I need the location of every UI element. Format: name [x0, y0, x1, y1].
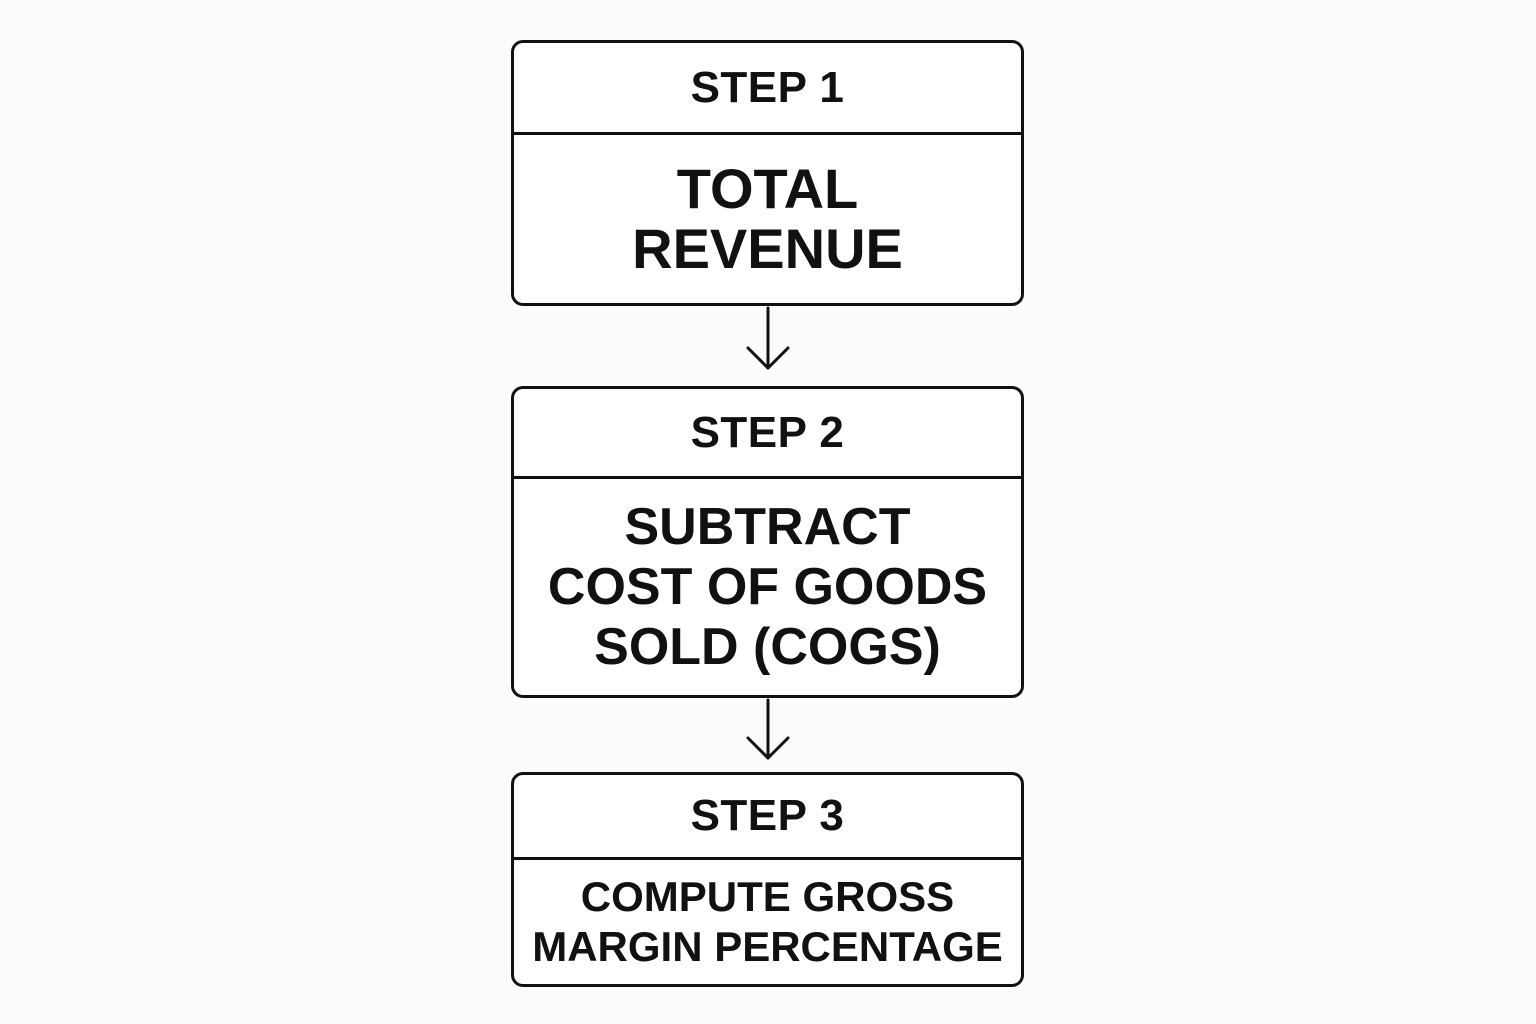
step-3-text: COMPUTE GROSS MARGIN PERCENTAGE — [532, 873, 1003, 970]
arrow-down-icon — [746, 306, 790, 370]
step-3-box: STEP 3 COMPUTE GROSS MARGIN PERCENTAGE — [511, 772, 1024, 987]
arrow-down-icon — [746, 698, 790, 760]
step-1-text: TOTAL REVENUE — [632, 157, 903, 280]
step-2-body: SUBTRACT COST OF GOODS SOLD (COGS) — [514, 479, 1021, 695]
step-3-label: STEP 3 — [514, 775, 1021, 860]
step-1-body: TOTAL REVENUE — [514, 135, 1021, 303]
step-2-box: STEP 2 SUBTRACT COST OF GOODS SOLD (COGS… — [511, 386, 1024, 698]
step-1-box: STEP 1 TOTAL REVENUE — [511, 40, 1024, 306]
step-1-label: STEP 1 — [514, 43, 1021, 135]
step-3-body: COMPUTE GROSS MARGIN PERCENTAGE — [514, 860, 1021, 984]
step-2-label: STEP 2 — [514, 389, 1021, 479]
step-2-text: SUBTRACT COST OF GOODS SOLD (COGS) — [547, 498, 988, 676]
